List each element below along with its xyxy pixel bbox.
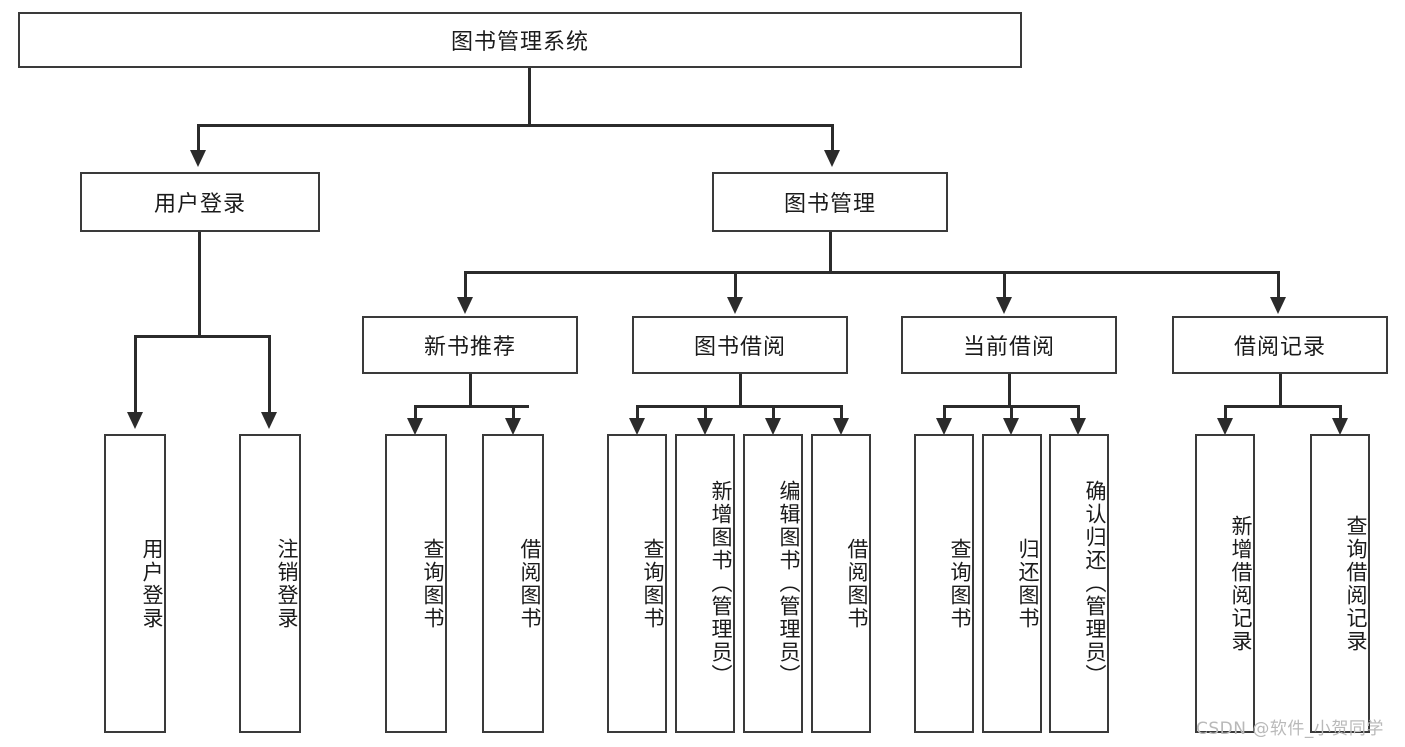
node-label: 图书管理系统 — [450, 30, 589, 55]
leaf-add-borrow-record[interactable]: 新增借阅记录 — [1195, 434, 1255, 733]
edge-book-borrow-trunk — [739, 374, 742, 407]
node-label: 编辑图书（管理员） — [777, 480, 801, 687]
edge-root-distributor — [197, 124, 834, 127]
edge-borrow-record-branch-2 — [1339, 405, 1342, 422]
edge-new-book-trunk — [469, 374, 472, 407]
leaf-borrow-book[interactable]: 借阅图书 — [811, 434, 871, 733]
node-root-system[interactable]: 图书管理系统 — [18, 12, 1022, 68]
arrowhead-leaf-logout — [261, 412, 277, 429]
node-label: 当前借阅 — [962, 335, 1055, 360]
node-label: 查询图书 — [641, 537, 665, 630]
node-label: 确认归还（管理员） — [1083, 480, 1107, 687]
edge-current-borrow-trunk — [1008, 374, 1011, 407]
edge-new-book-branch-1 — [414, 405, 417, 422]
edge-current-borrow-branch-3 — [1077, 405, 1080, 422]
leaf-borrow-book-recommend[interactable]: 借阅图书 — [482, 434, 544, 733]
edge-book-manage-branch-1 — [464, 271, 467, 299]
node-user-login[interactable]: 用户登录 — [80, 172, 320, 232]
arrowhead-leaf-query-book-1 — [407, 418, 423, 435]
leaf-logout[interactable]: 注销登录 — [239, 434, 301, 733]
leaf-query-borrow-record[interactable]: 查询借阅记录 — [1310, 434, 1370, 733]
leaf-return-book[interactable]: 归还图书 — [982, 434, 1042, 733]
arrowhead-leaf-confirm-return — [1070, 418, 1086, 435]
edge-book-borrow-branch-4 — [840, 405, 843, 422]
arrowhead-leaf-borrow-book-2 — [833, 418, 849, 435]
leaf-query-book-borrow[interactable]: 查询图书 — [607, 434, 667, 733]
node-label: 用户登录 — [140, 537, 164, 630]
leaf-add-book-admin[interactable]: 新增图书（管理员） — [675, 434, 735, 733]
node-label: 归还图书 — [1016, 537, 1040, 630]
edge-book-borrow-branch-2 — [704, 405, 707, 422]
node-label: 借阅记录 — [1233, 335, 1326, 360]
edge-book-manage-distributor — [464, 271, 1280, 274]
arrowhead-leaf-user-login — [127, 412, 143, 429]
arrowhead-leaf-borrow-book-1 — [505, 418, 521, 435]
edge-current-borrow-branch-1 — [943, 405, 946, 422]
edge-borrow-record-trunk — [1279, 374, 1282, 407]
node-label: 图书管理 — [783, 192, 876, 217]
arrowhead-book-manage — [824, 150, 840, 167]
edge-borrow-record-distributor — [1224, 405, 1342, 408]
edge-root-trunk — [528, 68, 531, 126]
edge-book-manage-trunk — [829, 232, 832, 273]
arrowhead-leaf-return-book — [1003, 418, 1019, 435]
edge-new-book-branch-2 — [512, 405, 515, 422]
node-borrow-record[interactable]: 借阅记录 — [1172, 316, 1388, 374]
node-label: 借阅图书 — [518, 537, 542, 630]
edge-book-borrow-branch-1 — [636, 405, 639, 422]
edge-book-manage-branch-2 — [734, 271, 737, 299]
edge-book-borrow-distributor — [636, 405, 842, 408]
arrowhead-user-login — [190, 150, 206, 167]
node-label: 图书借阅 — [693, 335, 786, 360]
node-label: 新增图书（管理员） — [709, 480, 733, 687]
node-book-borrow[interactable]: 图书借阅 — [632, 316, 848, 374]
watermark-text: CSDN @软件_小贺同学 — [1196, 719, 1384, 739]
node-label: 注销登录 — [275, 537, 299, 630]
edge-user-login-branch-2 — [268, 335, 271, 415]
node-label: 用户登录 — [153, 192, 246, 217]
edge-user-login-distributor — [134, 335, 270, 338]
node-label: 新书推荐 — [423, 335, 516, 360]
edge-user-login-branch-1 — [134, 335, 137, 415]
arrowhead-leaf-query-record — [1332, 418, 1348, 435]
leaf-user-login[interactable]: 用户登录 — [104, 434, 166, 733]
leaf-edit-book-admin[interactable]: 编辑图书（管理员） — [743, 434, 803, 733]
arrowhead-leaf-query-book-3 — [936, 418, 952, 435]
node-label: 借阅图书 — [845, 537, 869, 630]
arrowhead-leaf-edit-book — [765, 418, 781, 435]
edge-book-borrow-branch-3 — [772, 405, 775, 422]
edge-book-manage-branch-3 — [1003, 271, 1006, 299]
node-new-book-recommend[interactable]: 新书推荐 — [362, 316, 578, 374]
edge-book-manage-branch-4 — [1277, 271, 1280, 299]
edge-borrow-record-branch-1 — [1224, 405, 1227, 422]
edge-root-to-book-manage — [831, 124, 834, 152]
arrowhead-leaf-add-book — [697, 418, 713, 435]
edge-root-to-user-login — [197, 124, 200, 152]
node-label: 新增借阅记录 — [1229, 514, 1253, 653]
edge-current-borrow-branch-2 — [1010, 405, 1013, 422]
leaf-query-book-recommend[interactable]: 查询图书 — [385, 434, 447, 733]
arrowhead-leaf-add-record — [1217, 418, 1233, 435]
edge-new-book-distributor — [414, 405, 529, 408]
arrowhead-borrow-record — [1270, 297, 1286, 314]
arrowhead-book-borrow — [727, 297, 743, 314]
leaf-confirm-return-admin[interactable]: 确认归还（管理员） — [1049, 434, 1109, 733]
edge-user-login-trunk — [198, 232, 201, 337]
node-label: 查询图书 — [948, 537, 972, 630]
node-label: 查询图书 — [421, 537, 445, 630]
arrowhead-leaf-query-book-2 — [629, 418, 645, 435]
arrowhead-new-book-recommend — [457, 297, 473, 314]
leaf-query-book-current[interactable]: 查询图书 — [914, 434, 974, 733]
node-book-manage[interactable]: 图书管理 — [712, 172, 948, 232]
node-current-borrow[interactable]: 当前借阅 — [901, 316, 1117, 374]
arrowhead-current-borrow — [996, 297, 1012, 314]
node-label: 查询借阅记录 — [1344, 514, 1368, 653]
